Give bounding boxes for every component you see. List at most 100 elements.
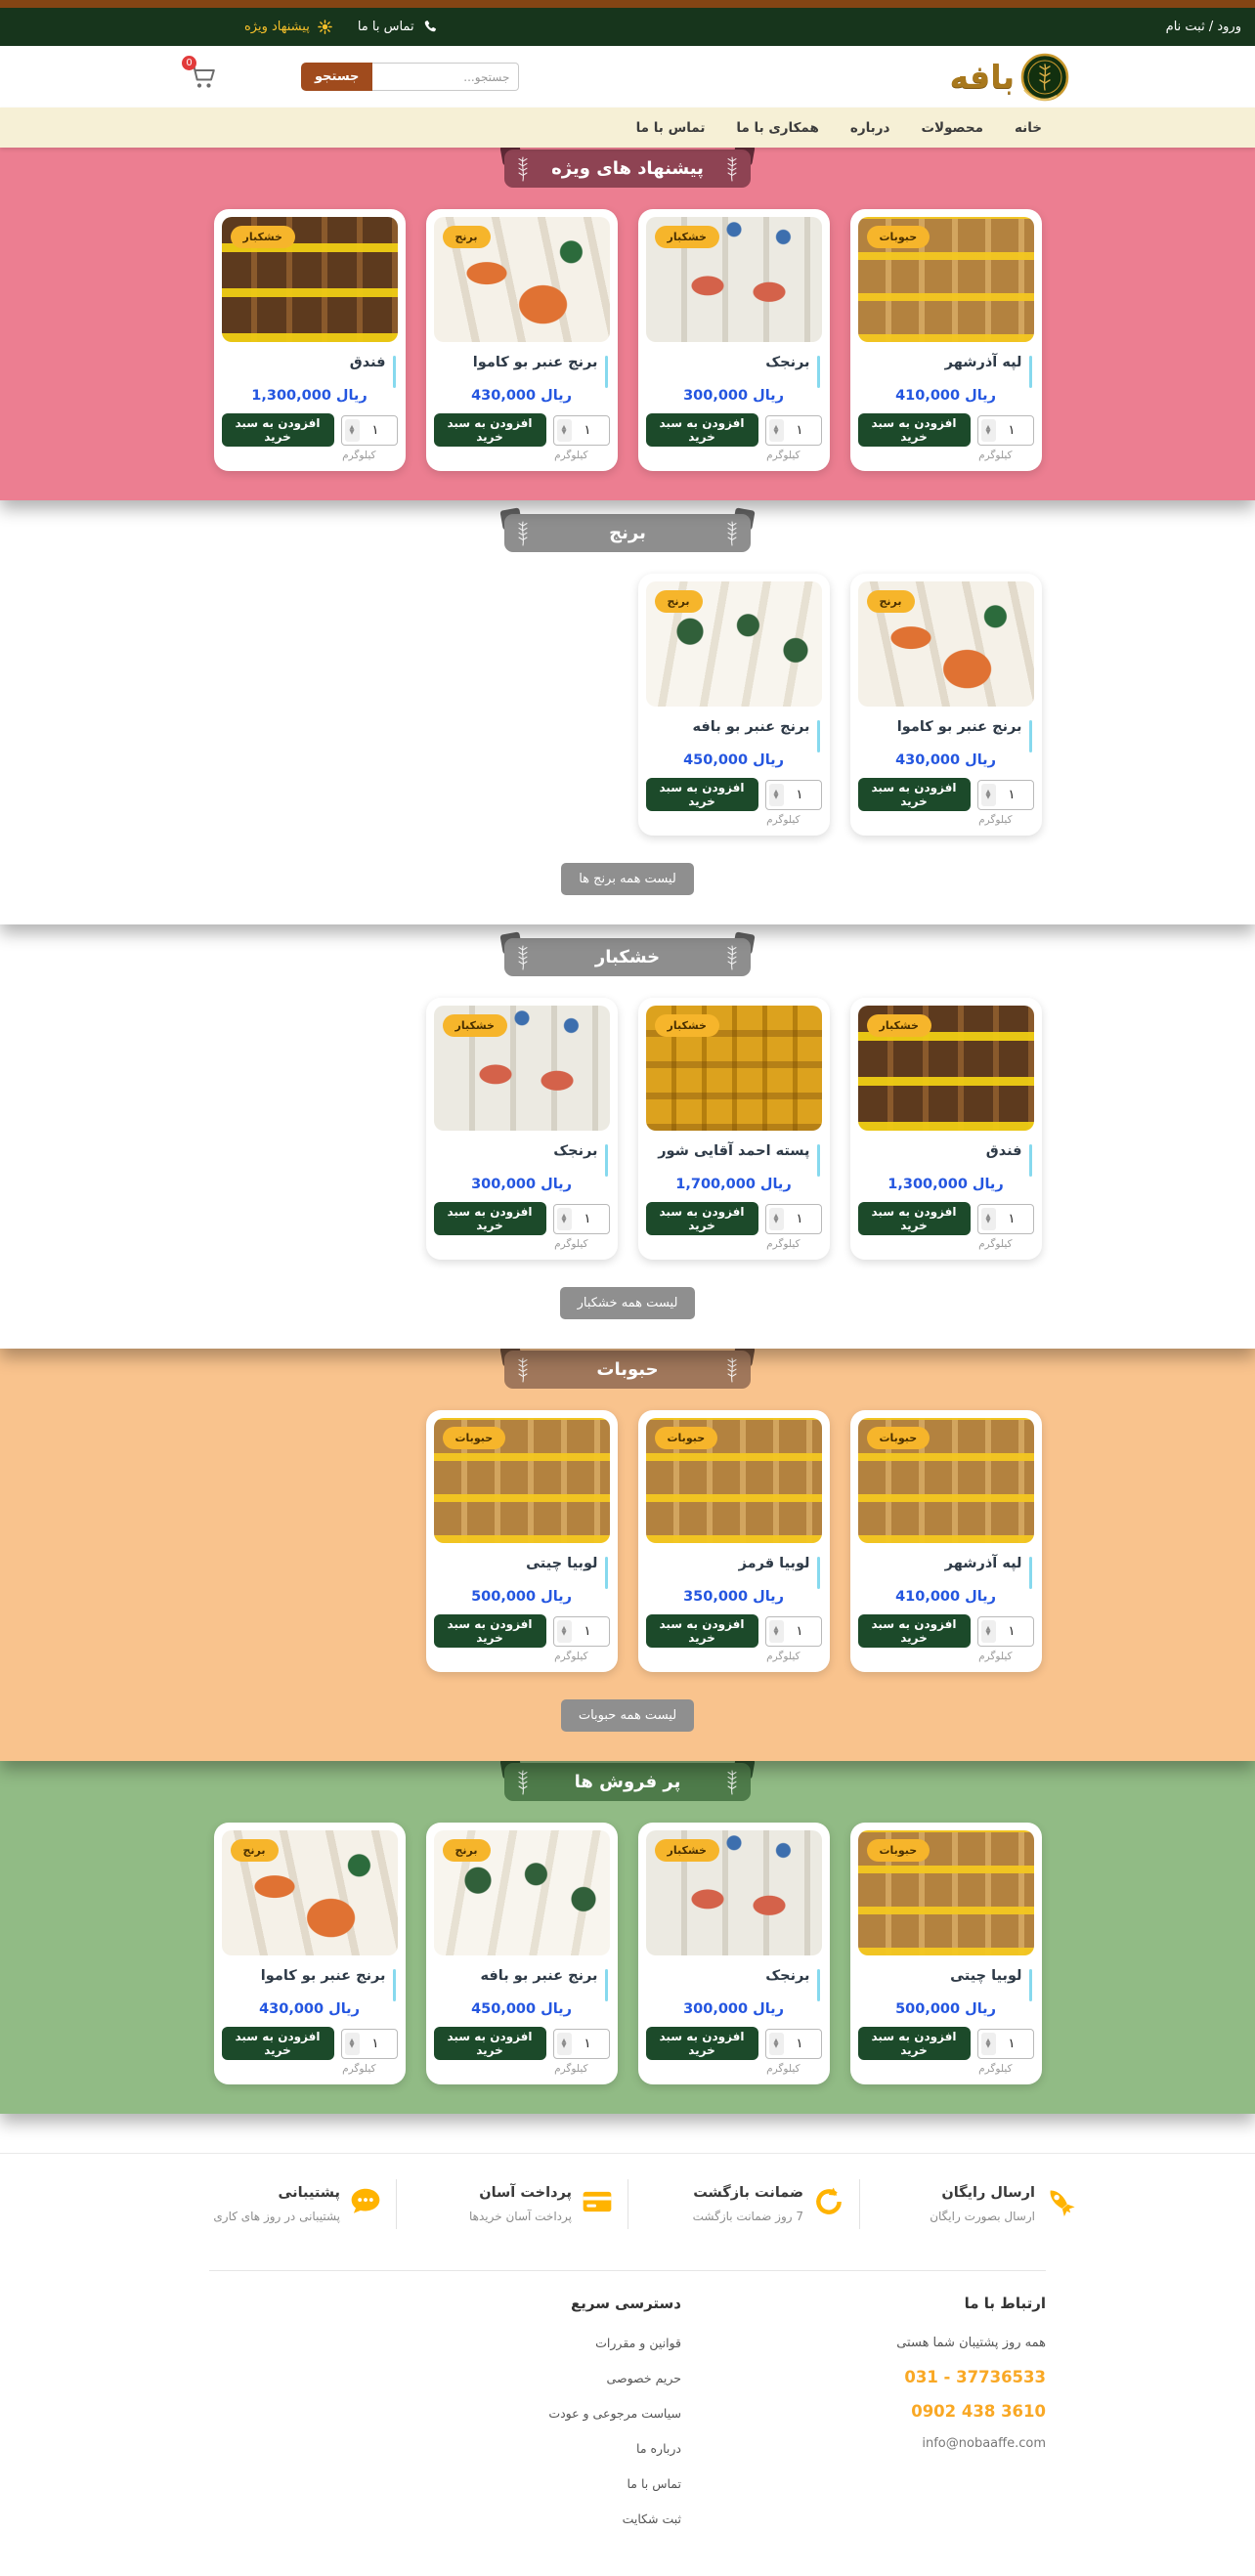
quantity-input[interactable]: ۱▲▼ xyxy=(764,779,822,810)
unit-label: کیلوگرم xyxy=(978,1651,1013,1662)
product-title[interactable]: برنج عنبر بو کاموا xyxy=(224,1968,396,2001)
footer-quick-links-title: دسترسی سریع xyxy=(570,2295,681,2312)
cart-button[interactable]: 0 xyxy=(182,55,215,92)
add-to-cart-button[interactable]: افزودن به سبد خرید xyxy=(645,778,758,811)
footer-link-return-policy[interactable]: سیاست مرجوعی و عودت xyxy=(548,2406,681,2421)
product-title[interactable]: لوبیا قرمز xyxy=(648,1556,820,1589)
topbar-contact-link[interactable]: تماس با ما xyxy=(358,20,437,35)
quantity-input[interactable]: ۱▲▼ xyxy=(764,1203,822,1234)
stepper-icon[interactable]: ▲▼ xyxy=(980,418,996,442)
stepper-icon[interactable]: ▲▼ xyxy=(768,1207,784,1230)
login-register-link[interactable]: ورود / ثبت نام xyxy=(1165,20,1241,34)
unit-label: کیلوگرم xyxy=(978,1238,1013,1250)
add-to-cart-button[interactable]: افزودن به سبد خرید xyxy=(857,1614,971,1648)
topbar-special-offer-link[interactable]: پیشنهاد ویژه xyxy=(244,19,332,35)
list-all-rice-button[interactable]: لیست همه برنج ها xyxy=(561,863,694,895)
nav-item-home[interactable]: خانه xyxy=(1014,119,1042,136)
stepper-icon[interactable]: ▲▼ xyxy=(980,2032,996,2055)
add-to-cart-button[interactable]: افزودن به سبد خرید xyxy=(645,2027,758,2060)
add-to-cart-button[interactable]: افزودن به سبد خرید xyxy=(221,2027,334,2060)
quantity-input[interactable]: ۱▲▼ xyxy=(976,1615,1034,1647)
stepper-icon[interactable]: ▲▼ xyxy=(768,783,784,806)
product-title[interactable]: لپه آذرشهر xyxy=(860,355,1032,388)
stepper-icon[interactable]: ▲▼ xyxy=(980,783,996,806)
quantity-input[interactable]: ۱▲▼ xyxy=(764,414,822,446)
stepper-icon[interactable]: ▲▼ xyxy=(768,1619,784,1643)
stepper-icon[interactable]: ▲▼ xyxy=(556,1207,572,1230)
nav-item-products[interactable]: محصولات xyxy=(921,119,983,136)
phone-icon xyxy=(421,20,437,35)
footer-link-contact[interactable]: تماس با ما xyxy=(627,2476,681,2491)
add-to-cart-button[interactable]: افزودن به سبد خرید xyxy=(433,1202,546,1235)
nav-item-contact[interactable]: تماس با ما xyxy=(635,119,706,136)
product-title[interactable]: برنجک xyxy=(436,1143,608,1177)
search-button[interactable]: جستجو xyxy=(301,63,373,91)
product-title[interactable]: برنج عنبر بو بافه xyxy=(436,1968,608,2001)
quantity-input[interactable]: ۱▲▼ xyxy=(552,1203,610,1234)
stepper-icon[interactable]: ▲▼ xyxy=(980,1207,996,1230)
quantity-input[interactable]: ۱▲▼ xyxy=(340,414,398,446)
quantity-input[interactable]: ۱▲▼ xyxy=(976,1203,1034,1234)
stepper-icon[interactable]: ▲▼ xyxy=(768,418,784,442)
add-to-cart-button[interactable]: افزودن به سبد خرید xyxy=(645,413,758,447)
add-to-cart-button[interactable]: افزودن به سبد خرید xyxy=(857,2027,971,2060)
footer-link-rules[interactable]: قوانین و مقررات xyxy=(595,2336,681,2350)
quantity-input[interactable]: ۱▲▼ xyxy=(552,1615,610,1647)
product-title[interactable]: لوبیا چیتی xyxy=(436,1556,608,1589)
product-title[interactable]: برنج عنبر بو کاموا xyxy=(436,355,608,388)
site-logo[interactable]: بافه xyxy=(950,53,1069,102)
add-to-cart-button[interactable]: افزودن به سبد خرید xyxy=(433,2027,546,2060)
quantity-input[interactable]: ۱▲▼ xyxy=(552,2028,610,2059)
nav-item-about[interactable]: درباره xyxy=(849,119,890,136)
add-to-cart-button[interactable]: افزودن به سبد خرید xyxy=(433,413,546,447)
quantity-input[interactable]: ۱▲▼ xyxy=(340,2028,398,2059)
add-to-cart-button[interactable]: افزودن به سبد خرید xyxy=(433,1614,546,1648)
product-title[interactable]: لپه آذرشهر xyxy=(860,1556,1032,1589)
stepper-icon[interactable]: ▲▼ xyxy=(768,2032,784,2055)
footer-phone-2[interactable]: 0902 438 3610 xyxy=(911,2402,1046,2421)
footer-link-complaint[interactable]: ثبت شکایت xyxy=(622,2512,681,2526)
add-to-cart-button[interactable]: افزودن به سبد خرید xyxy=(645,1202,758,1235)
stepper-icon[interactable]: ▲▼ xyxy=(556,2032,572,2055)
add-to-cart-button[interactable]: افزودن به سبد خرید xyxy=(857,778,971,811)
footer-link-about[interactable]: درباره ما xyxy=(636,2441,681,2456)
quantity-input[interactable]: ۱▲▼ xyxy=(764,2028,822,2059)
product-title[interactable]: برنجک xyxy=(648,355,820,388)
product-title[interactable]: برنج عنبر بو کاموا xyxy=(860,719,1032,752)
product-title[interactable]: فندق xyxy=(860,1143,1032,1177)
stepper-icon[interactable]: ▲▼ xyxy=(344,418,360,442)
stepper-icon[interactable]: ▲▼ xyxy=(980,1619,996,1643)
add-to-cart-button[interactable]: افزودن به سبد خرید xyxy=(857,1202,971,1235)
footer-link-privacy[interactable]: حریم خصوصی xyxy=(606,2371,681,2385)
product-title[interactable]: پسته احمد آقایی شور xyxy=(648,1143,820,1177)
wheat-icon xyxy=(515,154,531,189)
stepper-icon[interactable]: ▲▼ xyxy=(556,1619,572,1643)
quantity-input[interactable]: ۱▲▼ xyxy=(552,414,610,446)
add-to-cart-button[interactable]: افزودن به سبد خرید xyxy=(221,413,334,447)
product-title[interactable]: فندق xyxy=(224,355,396,388)
add-to-cart-button[interactable]: افزودن به سبد خرید xyxy=(645,1614,758,1648)
list-all-legumes-button[interactable]: لیست همه حبوبات xyxy=(560,1699,695,1732)
product-title[interactable]: برنجک xyxy=(648,1968,820,2001)
search-input[interactable] xyxy=(372,63,520,91)
footer-contact-note: همه روز پشتیبان شما هستی xyxy=(896,2336,1046,2350)
quantity-input[interactable]: ۱▲▼ xyxy=(976,414,1034,446)
product-title[interactable]: لوبیا چیتی xyxy=(860,1968,1032,2001)
quantity-input[interactable]: ۱▲▼ xyxy=(976,779,1034,810)
stepper-icon[interactable]: ▲▼ xyxy=(556,418,572,442)
list-all-dried-fruit-button[interactable]: لیست همه خشکبار xyxy=(559,1287,696,1319)
category-badge: برنج xyxy=(442,1839,491,1862)
quantity-input[interactable]: ۱▲▼ xyxy=(976,2028,1034,2059)
nav-item-cooperation[interactable]: همکاری با ما xyxy=(736,119,819,136)
stepper-icon[interactable]: ▲▼ xyxy=(344,2032,360,2055)
footer-email[interactable]: info@nobaaffe.com xyxy=(922,2436,1046,2451)
feature-title: پشتیبانی xyxy=(278,2185,340,2201)
quantity-input[interactable]: ۱▲▼ xyxy=(764,1615,822,1647)
product-title[interactable]: برنج عنبر بو بافه xyxy=(648,719,820,752)
add-to-cart-button[interactable]: افزودن به سبد خرید xyxy=(857,413,971,447)
footer-phone-1[interactable]: 031 - 37736533 xyxy=(904,2368,1046,2386)
category-badge: خشکبار xyxy=(230,226,295,248)
